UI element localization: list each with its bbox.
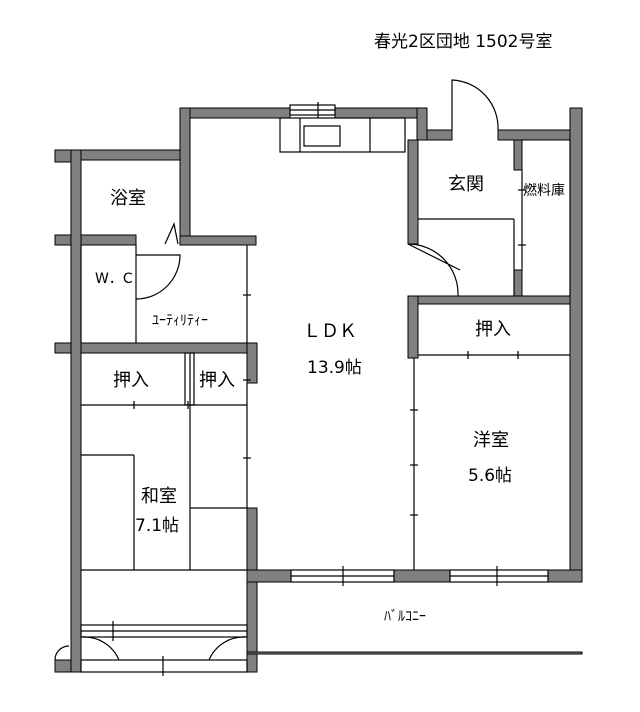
room-utility-label: ﾕｰﾃｨﾘﾃｨｰ <box>152 313 208 329</box>
room-closet-left1-label: 押入 <box>113 370 149 391</box>
room-japanese-label: 和室 <box>141 486 177 507</box>
room-western-label: 洋室 <box>473 430 509 451</box>
room-japanese-size: 7.1帖 <box>135 516 180 536</box>
room-balcony-label: ﾊﾞﾙｺﾆｰ <box>384 609 426 625</box>
room-closet-right-label: 押入 <box>475 319 511 340</box>
room-ldk-size: 13.9帖 <box>307 358 362 378</box>
room-bath-label: 浴室 <box>110 188 146 209</box>
room-entrance-label: 玄関 <box>448 174 484 195</box>
walls <box>54 107 583 673</box>
room-ldk-label: ＬＤＫ <box>303 321 357 342</box>
room-closet-left2-label: 押入 <box>199 370 235 391</box>
page-title: 春光2区団地 1502号室 <box>374 32 553 52</box>
room-fuel-storage-label: 燃料庫 <box>523 183 565 199</box>
room-western-size: 5.6帖 <box>468 466 513 486</box>
tick-marks <box>112 189 526 676</box>
room-wc-label: W．C <box>95 271 133 287</box>
